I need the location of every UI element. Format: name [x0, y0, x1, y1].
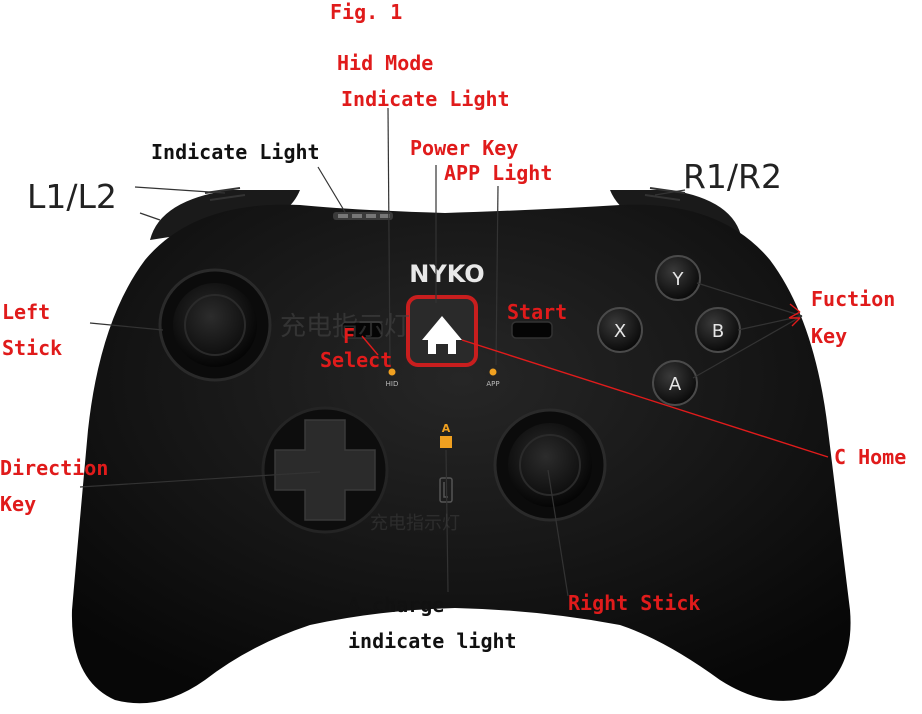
power-key-label: Power Key — [410, 138, 518, 158]
b-button-label: B — [712, 321, 724, 342]
app-led — [490, 369, 497, 376]
direction-key-label-line2: Key — [0, 494, 36, 514]
app-light-label: APP Light — [444, 163, 552, 183]
start-label: Start — [507, 302, 567, 322]
figure-title: Fig. 1 — [330, 2, 402, 22]
hid-mode-label-line2: Indicate Light — [341, 89, 510, 109]
brand-logo: NYKO — [409, 260, 484, 288]
right-stick-label: Right Stick — [568, 593, 700, 613]
c-home-label: C Home — [834, 447, 906, 467]
app-mark: APP — [486, 380, 499, 388]
f-select-label-line2: Select — [320, 350, 392, 370]
r1-r2-label: R1/R2 — [683, 160, 782, 193]
charge-indicator-light — [440, 436, 452, 448]
hid-mark: HID — [386, 380, 399, 388]
indicate-light-label: Indicate Light — [151, 142, 320, 162]
left-stick-label-line1: Left — [2, 302, 50, 322]
indicate-light-seg — [366, 214, 376, 218]
watermark-text-lower: 充电指示灯 — [370, 515, 460, 533]
l1-l2-label: L1/L2 — [27, 180, 117, 213]
y-button-label: Y — [672, 269, 685, 290]
a-button-label: A — [669, 374, 682, 395]
charge-label-line1: A charge — [348, 595, 444, 615]
indicate-light-seg — [338, 214, 348, 218]
direction-key-label-line1: Direction — [0, 458, 108, 478]
start-button[interactable] — [512, 322, 552, 338]
x-button-label: X — [614, 321, 626, 342]
hid-mode-label-line1: Hid Mode — [337, 53, 433, 73]
charge-letter: A — [442, 422, 451, 435]
left-stick-label-line2: Stick — [2, 338, 62, 358]
charge-label-line2: indicate light — [348, 631, 517, 651]
fuction-key-label-line2: Key — [811, 326, 847, 346]
indicate-light-seg — [352, 214, 362, 218]
fuction-key-label-line1: Fuction — [811, 289, 895, 309]
f-select-label-line1: F — [343, 326, 355, 346]
